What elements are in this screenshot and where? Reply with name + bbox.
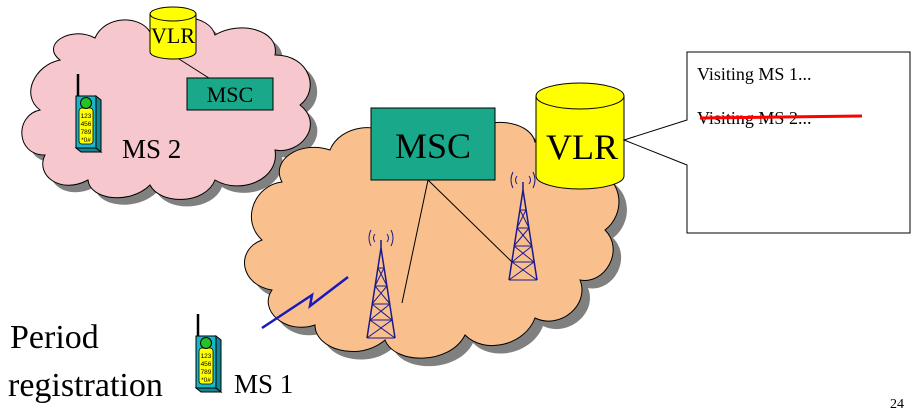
strike-through-line (699, 114, 863, 120)
msc-tower2-link (427, 179, 513, 263)
vlr-record-callout (622, 51, 911, 234)
vlr-record-entry-1: Visiting MS 1... (697, 64, 811, 84)
ms2-phone-icon: 123 456 789 *0# (74, 72, 103, 154)
msc-box (370, 107, 496, 181)
svg-text:*0#: *0# (201, 377, 211, 384)
small-cloud (21, 17, 318, 207)
ms1-phone-icon: 123 456 789 *0# (194, 312, 223, 394)
small-msc-label: MSC (207, 82, 253, 107)
svg-text:*0#: *0# (81, 137, 91, 144)
svg-text:789: 789 (81, 129, 92, 136)
caption-line-1: Period (10, 319, 99, 356)
svg-text:456: 456 (81, 121, 92, 128)
ms2-label: MS 2 (122, 134, 181, 164)
svg-text:123: 123 (81, 113, 92, 120)
msc-label: MSC (395, 126, 471, 166)
small-vlr-cylinder (149, 6, 197, 60)
svg-text:123: 123 (201, 353, 212, 360)
svg-text:456: 456 (201, 361, 212, 368)
msc-tower1-link (401, 179, 429, 304)
caption-line-2: registration (8, 367, 163, 404)
small-msc-box (186, 77, 274, 111)
radio-link-bolt-icon (261, 276, 349, 330)
vlr-label: VLR (546, 127, 618, 167)
svg-text:789: 789 (201, 369, 212, 376)
small-vlr-label: VLR (151, 23, 195, 48)
ms1-label: MS 1 (234, 369, 293, 399)
page-number: 24 (890, 397, 904, 412)
vlr-cylinder (535, 82, 625, 190)
